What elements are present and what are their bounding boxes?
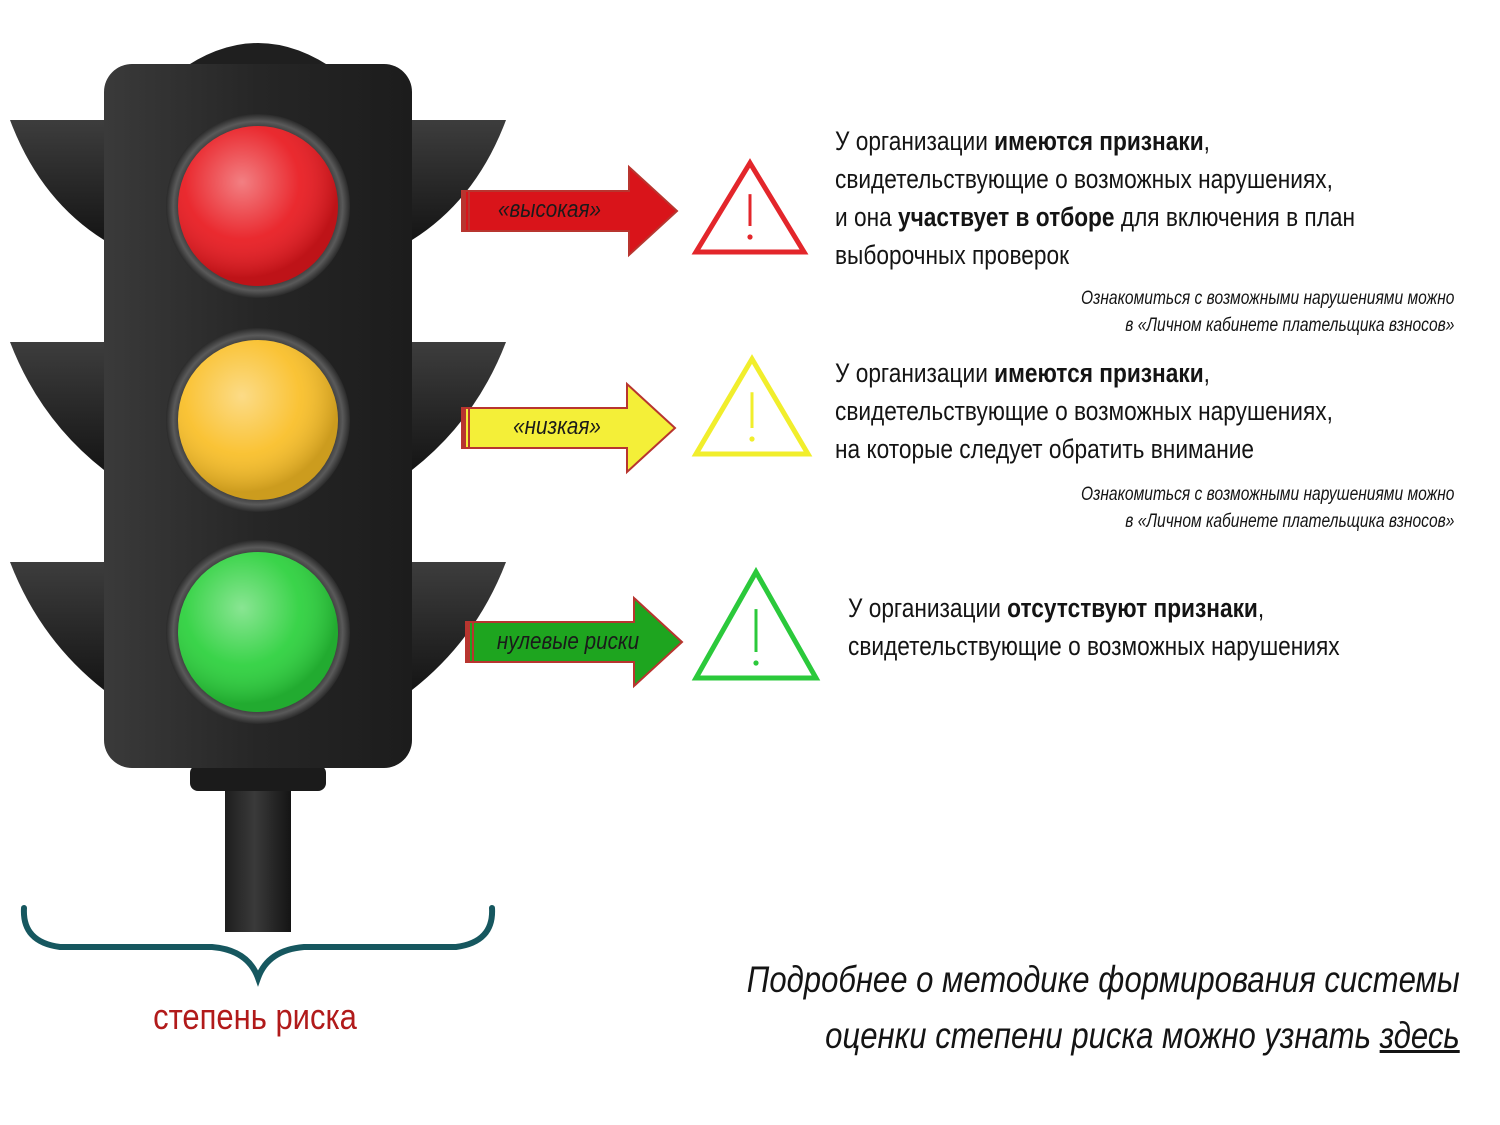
- description-text: У организации: [848, 593, 1008, 623]
- risk-arrows: [461, 164, 684, 689]
- yellow-arrow-icon: [461, 381, 677, 475]
- red-light-gloss: [178, 126, 338, 286]
- arrow-label-high: «высокая»: [498, 196, 601, 223]
- description-text: для включения в план: [1114, 202, 1356, 232]
- methodology-here-link[interactable]: здесь: [1379, 1015, 1460, 1056]
- note-line: в «Личном кабинете плательщика взносов»: [1124, 315, 1454, 336]
- level-high-note: Ознакомиться с возможными нарушениями мо…: [1081, 285, 1454, 339]
- methodology-line-2-text: оценки степени риска можно узнать: [825, 1015, 1380, 1056]
- description-text: свидетельствующие о возможных нарушениях…: [835, 164, 1333, 194]
- note-line: Ознакомиться с возможными нарушениями мо…: [1080, 484, 1454, 505]
- red-arrow-stripe: [462, 191, 466, 231]
- description-line: У организации имеются признаки,: [835, 354, 1333, 392]
- note-line: Ознакомиться с возможными нарушениями мо…: [1080, 288, 1454, 309]
- description-line: свидетельствующие о возможных нарушениях…: [835, 392, 1333, 430]
- green-arrow-stripe: [466, 622, 470, 662]
- level-low-description: У организации имеются признаки, свидетель…: [835, 354, 1333, 468]
- methodology-line-2: оценки степени риска можно узнать здесь: [747, 1008, 1460, 1064]
- arrow-label-zero: нулевые риски: [496, 628, 640, 655]
- risk-degree-caption: степень риска: [153, 996, 357, 1037]
- red-warning-triangle-icon: [691, 158, 809, 255]
- traffic-lights: [166, 114, 350, 724]
- methodology-link-text: Подробнее о методике формирования систем…: [747, 952, 1460, 1064]
- description-text: и она: [835, 202, 899, 232]
- yellow-exclamation-dot: [749, 436, 755, 442]
- description-text: свидетельствующие о возможных нарушениях…: [835, 396, 1333, 426]
- note-line: в «Личном кабинете плательщика взносов»: [1124, 511, 1454, 532]
- traffic-light-visors: [10, 120, 506, 690]
- description-bold-text: участвует в отборе: [898, 202, 1115, 232]
- description-line: свидетельствующие о возможных нарушениях…: [835, 160, 1355, 198]
- green-light-gloss: [178, 552, 338, 712]
- yellow-arrow-stripe: [462, 408, 466, 448]
- description-line: У организации отсутствуют признаки,: [848, 589, 1340, 627]
- description-bold-text: отсутствуют признаки: [1007, 593, 1258, 623]
- description-line: на которые следует обратить внимание: [835, 430, 1333, 468]
- description-bold-text: имеются признаки: [994, 358, 1204, 388]
- description-text: ,: [1203, 358, 1210, 388]
- description-text: ,: [1203, 126, 1210, 156]
- methodology-line-1: Подробнее о методике формирования систем…: [747, 959, 1460, 1000]
- green-exclamation-dot: [753, 660, 759, 666]
- yellow-warning-triangle-icon: [691, 354, 813, 457]
- traffic-light-base: [190, 765, 326, 791]
- description-line: выборочных проверок: [835, 236, 1355, 274]
- green-arrow-stripe: [472, 622, 474, 662]
- warning-triangles: [691, 158, 821, 681]
- yellow-light-gloss: [178, 340, 338, 500]
- green-arrow-icon: [465, 595, 684, 689]
- yellow-arrow-stripe: [468, 408, 470, 448]
- description-text: на которые следует обратить внимание: [835, 434, 1255, 464]
- description-line: свидетельствующие о возможных нарушениях: [848, 627, 1340, 665]
- arrow-label-low: «низкая»: [513, 413, 601, 440]
- description-line: У организации имеются признаки,: [835, 122, 1355, 160]
- red-exclamation-dot: [747, 234, 753, 240]
- level-high-description: У организации имеются признаки, свидетель…: [835, 122, 1355, 274]
- level-low-note: Ознакомиться с возможными нарушениями мо…: [1081, 481, 1454, 535]
- level-zero-description: У организации отсутствуют признаки, свиде…: [848, 589, 1340, 665]
- description-bold-text: имеются признаки: [994, 126, 1204, 156]
- red-arrow-stripe: [468, 191, 470, 231]
- description-text: свидетельствующие о возможных нарушениях: [848, 631, 1340, 661]
- green-warning-triangle-icon: [691, 566, 821, 681]
- description-text: У организации: [835, 358, 995, 388]
- description-text: У организации: [835, 126, 995, 156]
- curly-brace-icon: [20, 905, 496, 987]
- description-line: и она участвует в отборе для включения в…: [835, 198, 1355, 236]
- red-arrow-icon: [461, 164, 679, 258]
- traffic-light-pole: [225, 770, 291, 932]
- description-text: выборочных проверок: [835, 240, 1070, 270]
- description-text: ,: [1257, 593, 1265, 623]
